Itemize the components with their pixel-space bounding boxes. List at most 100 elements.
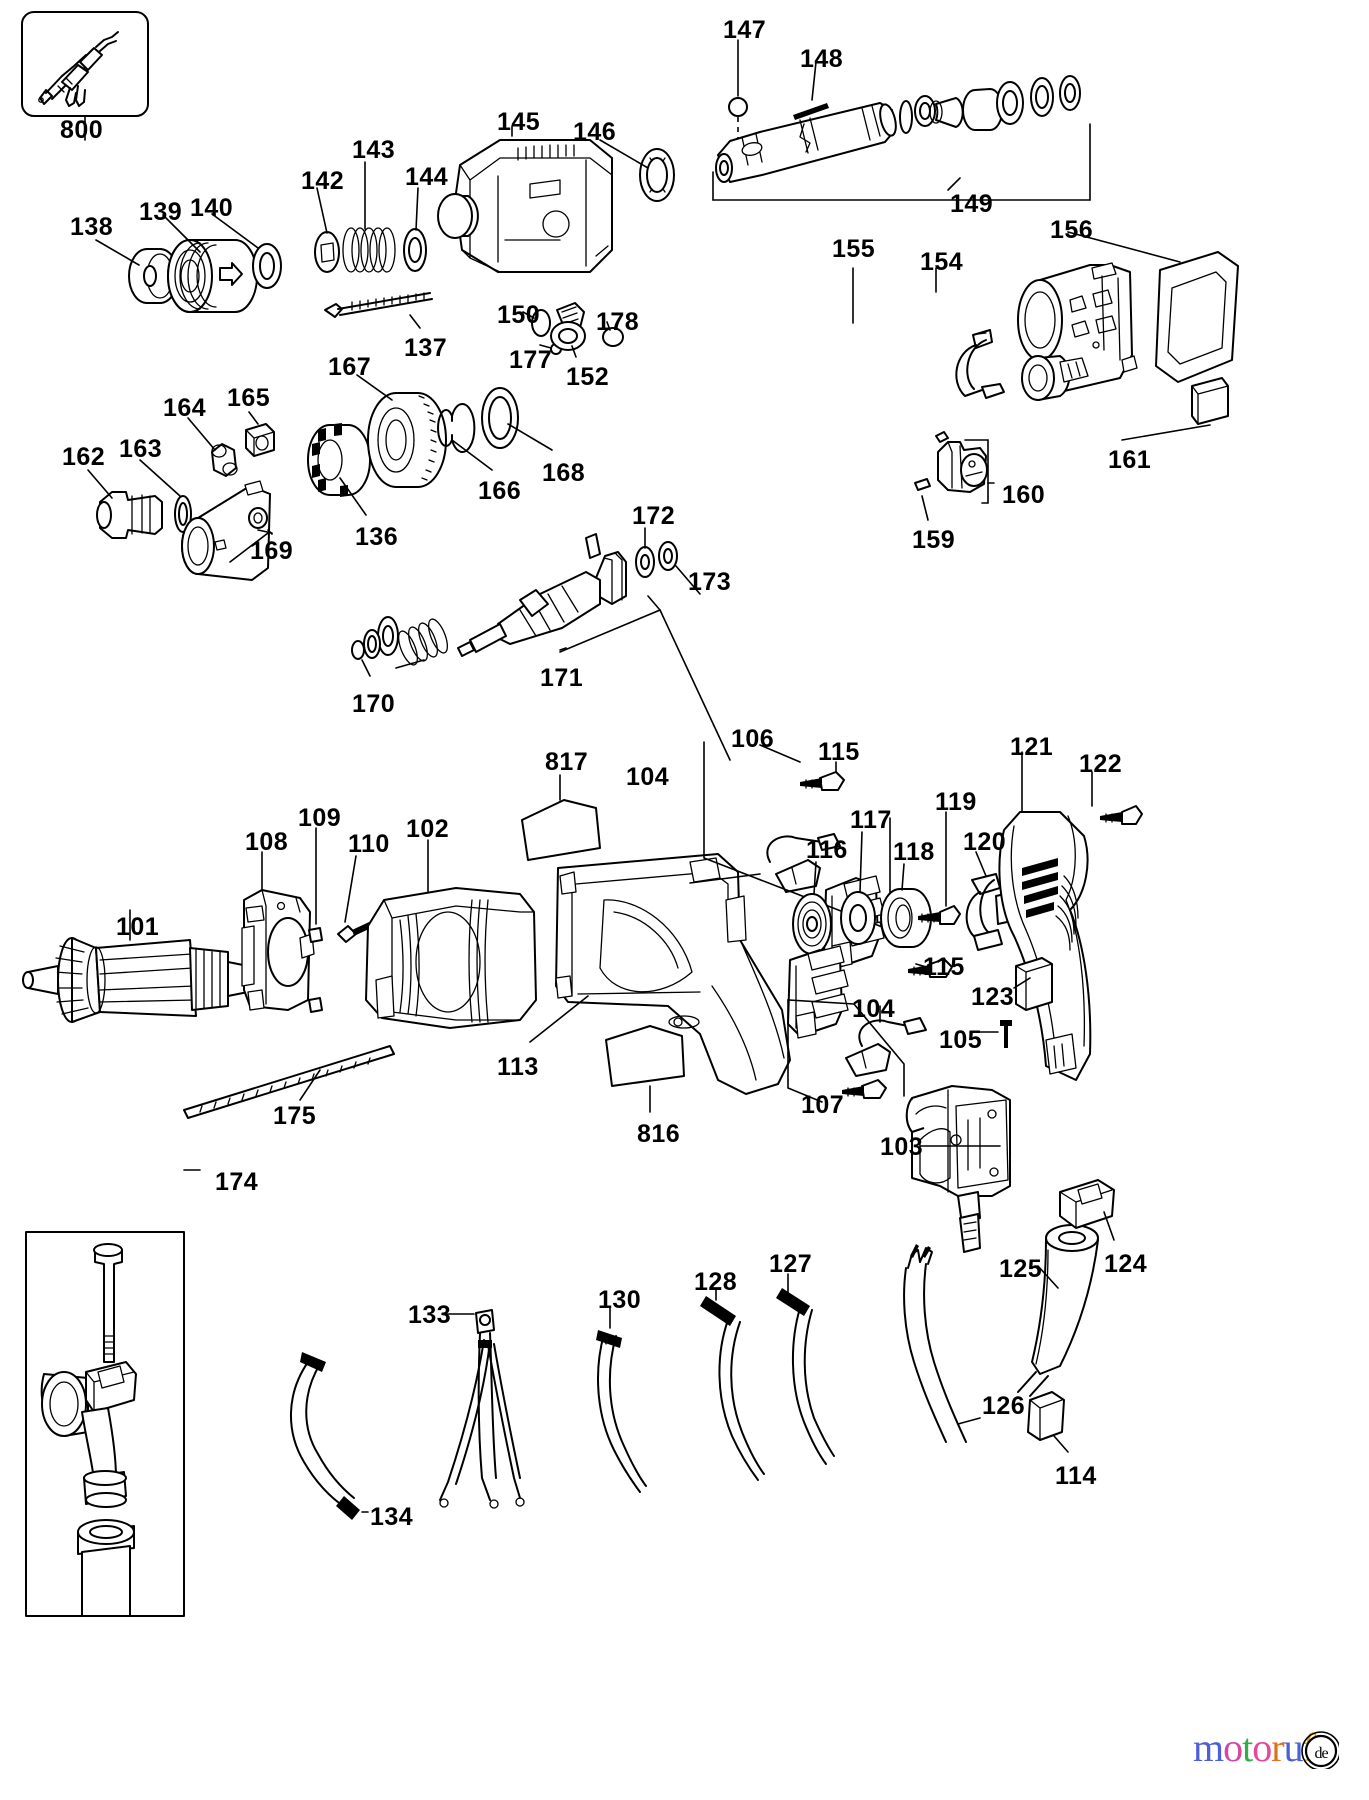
callout-161: 161 <box>1108 446 1152 474</box>
watermark-motoruf: motoruf de <box>1193 1728 1339 1769</box>
part-103 <box>905 1085 1011 1253</box>
callout-107: 107 <box>801 1091 845 1119</box>
callout-173: 173 <box>688 568 732 596</box>
part-144 <box>403 187 427 272</box>
callout-133: 133 <box>408 1301 452 1329</box>
wm-letter-m: m <box>1193 1725 1224 1770</box>
part-150 <box>522 309 551 337</box>
wm-de-circle-icon: de <box>1299 1729 1339 1769</box>
callout-169: 169 <box>250 537 294 565</box>
part-152 <box>550 302 586 358</box>
part-175 <box>183 1045 395 1119</box>
part-154 <box>935 262 1138 401</box>
callout-115-mid: 115 <box>923 953 965 981</box>
part-172 <box>635 527 655 578</box>
part-130 <box>596 1307 647 1493</box>
part-102 <box>365 839 537 1029</box>
part-107 <box>787 945 905 1103</box>
part-133 <box>439 1309 525 1509</box>
callout-178: 178 <box>596 308 640 336</box>
callout-174: 174 <box>215 1168 259 1196</box>
part-146 <box>599 139 675 202</box>
callout-126: 126 <box>982 1392 1026 1420</box>
part-816 <box>605 1025 685 1113</box>
callout-113: 113 <box>497 1053 539 1081</box>
callout-136: 136 <box>355 523 399 551</box>
callout-108: 108 <box>245 828 289 856</box>
callout-125: 125 <box>999 1255 1043 1283</box>
callout-150: 150 <box>497 301 541 329</box>
part-161 <box>1121 377 1229 441</box>
callout-117: 117 <box>850 806 892 834</box>
callout-124: 124 <box>1104 1250 1148 1278</box>
callout-816: 816 <box>637 1120 681 1148</box>
part-109 <box>308 827 323 1013</box>
callout-145: 145 <box>497 108 541 136</box>
callout-139: 139 <box>139 198 183 226</box>
part-142 <box>314 187 340 273</box>
svg-text:de: de <box>1314 1745 1328 1762</box>
part-139 <box>162 214 258 313</box>
wm-letter-r: r <box>1271 1725 1284 1770</box>
callout-115: 115 <box>818 738 860 766</box>
part-148 <box>793 61 829 120</box>
part-164 <box>187 417 238 477</box>
part-136 <box>307 423 371 516</box>
callout-137: 137 <box>404 334 448 362</box>
callout-142: 142 <box>301 167 345 195</box>
part-166 <box>437 403 493 471</box>
callout-152: 152 <box>566 363 610 391</box>
part-167 <box>356 374 447 488</box>
callout-155: 155 <box>832 235 876 263</box>
callout-143: 143 <box>352 136 396 164</box>
part-171 <box>395 533 731 761</box>
part-117 <box>840 831 876 945</box>
callout-800: 800 <box>60 116 104 144</box>
callout-165: 165 <box>227 384 271 412</box>
callout-138: 138 <box>70 213 114 241</box>
part-160 <box>935 431 995 504</box>
inset-box-174 <box>25 1169 201 1617</box>
part-168 <box>481 387 553 451</box>
part-165 <box>245 411 275 457</box>
part-118 <box>880 863 932 948</box>
part-128 <box>700 1289 765 1481</box>
part-138 <box>95 239 179 304</box>
callout-170: 170 <box>352 690 396 718</box>
callout-104: 104 <box>626 763 670 791</box>
callout-130: 130 <box>598 1286 642 1314</box>
part-169 <box>181 480 273 581</box>
callout-101: 101 <box>116 913 160 941</box>
part-163 <box>139 459 192 533</box>
part-127 <box>776 1273 835 1465</box>
part-156 <box>1067 231 1239 383</box>
part-162 <box>87 469 163 539</box>
wm-letter-o2: o <box>1252 1725 1272 1770</box>
callout-159: 159 <box>912 526 956 554</box>
part-173 <box>658 541 701 595</box>
callout-110: 110 <box>348 830 390 858</box>
callout-103: 103 <box>880 1133 924 1161</box>
part-105 <box>969 1020 1012 1048</box>
part-108 <box>241 851 315 1011</box>
callout-123: 123 <box>971 983 1015 1011</box>
part-134 <box>289 1352 369 1520</box>
part-159 <box>914 478 931 521</box>
callout-172: 172 <box>632 502 676 530</box>
callout-154: 154 <box>920 248 964 276</box>
callout-160: 160 <box>1002 481 1046 509</box>
inset-box-800 <box>21 11 149 141</box>
callout-106: 106 <box>731 725 775 753</box>
callout-156: 156 <box>1050 216 1094 244</box>
part-114 <box>1017 1371 1069 1453</box>
part-123 <box>1013 957 1053 1011</box>
callout-121: 121 <box>1010 733 1054 761</box>
callout-175: 175 <box>273 1102 317 1130</box>
part-115-lower <box>842 1079 887 1099</box>
part-122 <box>1091 771 1143 825</box>
callout-109: 109 <box>298 804 342 832</box>
callout-119: 119 <box>935 788 977 816</box>
callout-134: 134 <box>370 1503 414 1531</box>
